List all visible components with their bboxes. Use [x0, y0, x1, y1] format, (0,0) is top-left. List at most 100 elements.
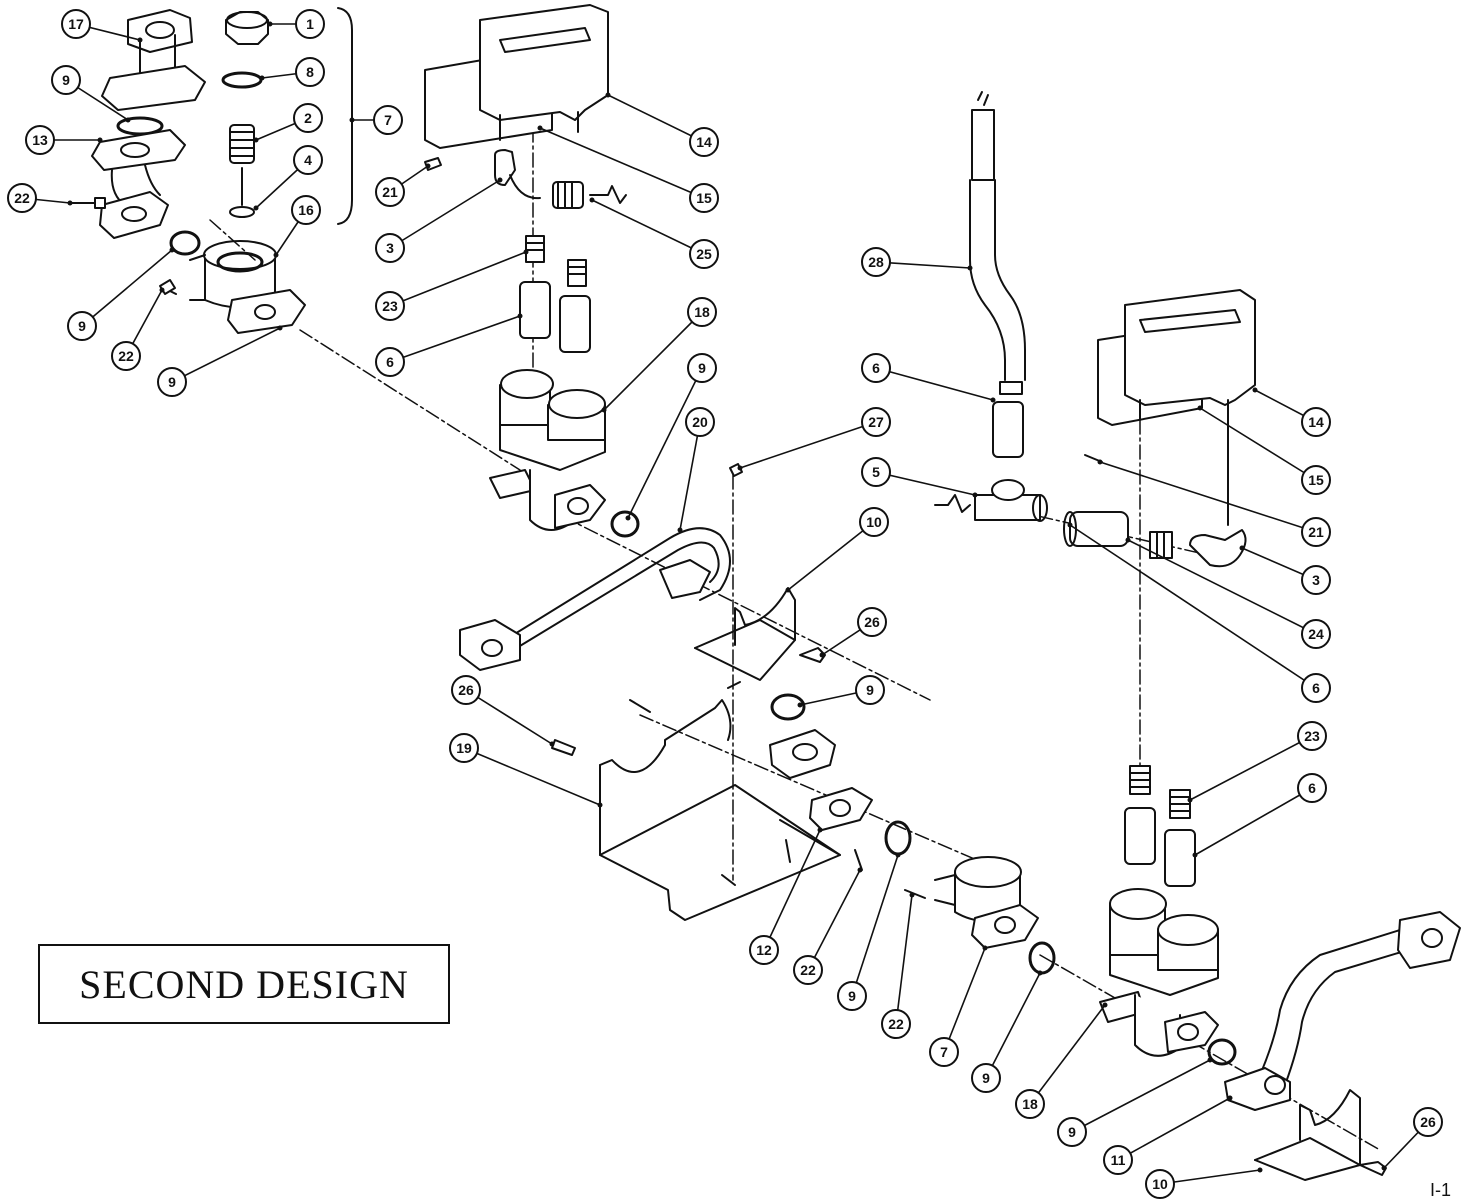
leader-tip — [277, 325, 283, 331]
callout-number: 23 — [1304, 728, 1320, 744]
leader-tip — [267, 21, 273, 27]
callout-circle — [295, 9, 325, 39]
leader-line — [1159, 1169, 1261, 1185]
leader-tip — [125, 117, 131, 123]
callout-28: 28 — [861, 247, 973, 277]
callout-circle — [375, 347, 405, 377]
leader-tip — [159, 287, 165, 293]
callout-circle — [689, 183, 719, 213]
callout-12: 12 — [749, 827, 823, 965]
leader-line — [389, 315, 521, 363]
callout-number: 15 — [696, 190, 712, 206]
callout-25: 25 — [589, 197, 719, 269]
callout-number: 9 — [866, 682, 874, 698]
leader-tip — [169, 247, 175, 253]
callout-circle — [1297, 721, 1327, 751]
callout-22: 22 — [881, 892, 915, 1039]
callout-circle — [861, 407, 891, 437]
callout-4: 4 — [253, 145, 323, 211]
leader-line — [763, 829, 821, 951]
callout-14: 14 — [605, 92, 719, 157]
leader-tip — [597, 802, 603, 808]
leader-tip — [1197, 405, 1203, 411]
leader-tip — [1097, 459, 1103, 465]
callout-27: 27 — [737, 407, 891, 471]
callout-circle — [861, 247, 891, 277]
leader-tip — [1125, 537, 1131, 543]
cap-assembly — [189, 7, 353, 334]
leader-line — [739, 421, 877, 469]
fasteners — [94, 157, 743, 477]
callout-number: 6 — [386, 354, 394, 370]
leader-tip — [253, 205, 259, 211]
callout-circle — [293, 145, 323, 175]
callout-circle — [1057, 1117, 1087, 1147]
callout-circle — [67, 311, 97, 341]
leader-tip — [1239, 545, 1245, 551]
leader-line — [591, 199, 705, 255]
callout-number: 9 — [62, 72, 70, 88]
callout-circle — [1413, 1107, 1443, 1137]
callout-number: 18 — [694, 304, 710, 320]
callout-22: 22 — [793, 867, 863, 985]
valve-block-upper — [424, 4, 640, 538]
leader-tip — [259, 75, 265, 81]
leader-tip — [425, 163, 431, 169]
leader-tip — [1187, 797, 1193, 803]
leader-tip — [967, 265, 973, 271]
callout-20: 20 — [677, 407, 715, 533]
leader-tip — [605, 92, 611, 98]
leader-tip — [1227, 1095, 1233, 1101]
leader-tip — [601, 407, 607, 413]
callout-number: 11 — [1111, 1152, 1126, 1168]
callout-6: 6 — [1192, 773, 1327, 858]
callout-number: 10 — [1152, 1176, 1168, 1192]
callout-circle — [293, 103, 323, 133]
callout-6: 6 — [861, 353, 996, 403]
callout-number: 19 — [456, 740, 472, 756]
crossover-pipe — [459, 527, 731, 671]
leader-tip — [990, 397, 996, 403]
callout-number: 22 — [888, 1016, 904, 1032]
callout-1: 1 — [267, 9, 325, 39]
leader-line — [1194, 787, 1313, 856]
callout-21: 21 — [375, 163, 431, 207]
callout-number: 5 — [872, 464, 880, 480]
callout-circle — [855, 675, 885, 705]
callout-number: 26 — [1420, 1114, 1436, 1130]
leader-tip — [137, 37, 143, 43]
callout-13: 13 — [25, 125, 103, 155]
callout-23: 23 — [1187, 721, 1327, 803]
leader-tip — [1207, 1057, 1213, 1063]
callout-number: 9 — [698, 360, 706, 376]
callout-number: 9 — [168, 374, 176, 390]
leader-line — [627, 367, 703, 519]
callout-6: 6 — [1067, 522, 1331, 703]
callout-circle — [687, 353, 717, 383]
callout-number: 8 — [306, 64, 314, 80]
callout-circle — [971, 1063, 1001, 1093]
callout-17: 17 — [61, 9, 143, 43]
callout-21: 21 — [1097, 459, 1331, 547]
callout-number: 6 — [1308, 780, 1316, 796]
callout-circle — [373, 105, 403, 135]
callout-26: 26 — [819, 607, 887, 658]
callout-9: 9 — [837, 852, 901, 1011]
callout-15: 15 — [1197, 405, 1331, 495]
leader-line — [787, 521, 875, 591]
leader-line — [1127, 539, 1317, 635]
callout-15: 15 — [537, 125, 719, 213]
leader-line — [539, 127, 705, 199]
leader-line — [851, 854, 899, 997]
callout-9: 9 — [67, 247, 175, 341]
callout-circle — [687, 297, 717, 327]
leader-tip — [523, 249, 529, 255]
callout-circle — [61, 9, 91, 39]
callout-number: 14 — [696, 134, 712, 150]
leader-tip — [497, 177, 503, 183]
callout-number: 9 — [78, 318, 86, 334]
callout-number: 14 — [1308, 414, 1324, 430]
callout-number: 18 — [1022, 1096, 1038, 1112]
leader-line — [807, 869, 861, 971]
